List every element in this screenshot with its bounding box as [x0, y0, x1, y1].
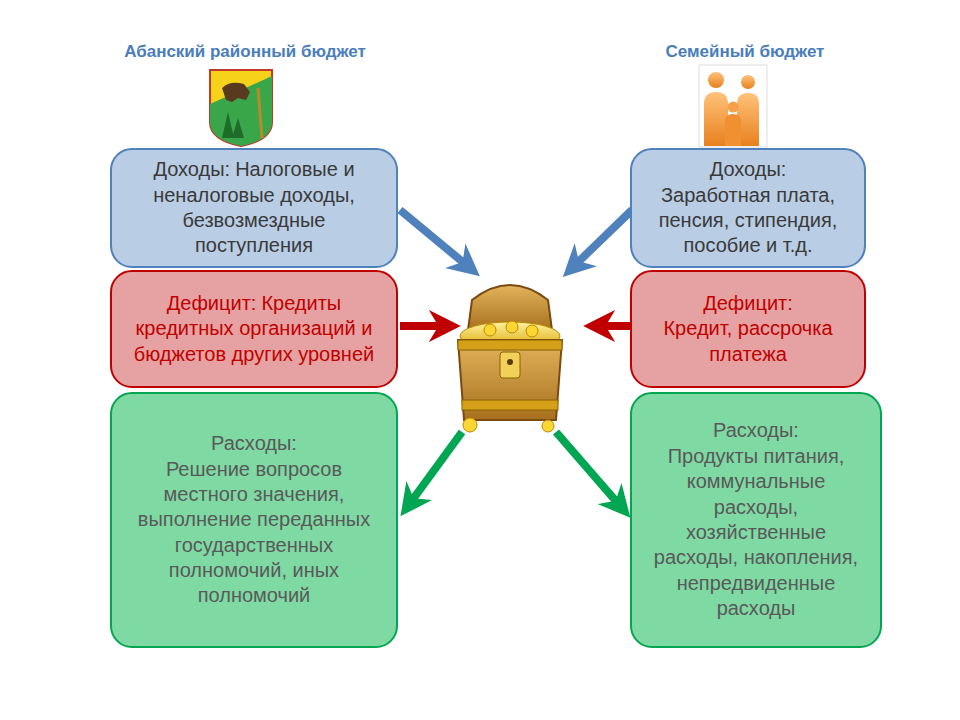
family-icon — [699, 65, 767, 147]
income-box: Доходы:Налоговые и неналоговые доходы, б… — [110, 148, 398, 268]
expense-box: Расходы:Продукты питания, коммунальные р… — [630, 392, 882, 648]
box-heading: Расходы: — [713, 418, 799, 443]
text-wrap: Дефицит:Кредиты кредитных организаций и … — [124, 291, 384, 367]
flow-arrows — [400, 210, 632, 508]
budget-heading: Семейный бюджет — [666, 42, 825, 62]
box-heading: Доходы: — [153, 158, 230, 180]
box-text: Решение вопросов местного значения, выпо… — [124, 457, 384, 609]
deficit-arrow — [596, 322, 632, 330]
box-heading: Дефицит: — [167, 292, 257, 314]
deficit-box: Дефицит:Кредиты кредитных организаций и … — [110, 270, 398, 388]
deficit-arrow — [400, 322, 448, 330]
income-arrow — [400, 210, 470, 268]
expense-arrow — [408, 432, 462, 506]
box-text: Продукты питания, коммунальные расходы, … — [644, 444, 868, 622]
box-heading: Расходы: — [211, 431, 297, 456]
budget-heading: Абанский районный бюджет — [124, 42, 366, 62]
box-heading: Дефицит: — [703, 291, 793, 316]
treasure-chest — [458, 285, 562, 432]
income-arrow — [572, 210, 632, 268]
box-heading: Доходы: — [710, 157, 787, 182]
box-text: Кредит, рассрочка платежа — [644, 316, 852, 367]
expense-box: Расходы:Решение вопросов местного значен… — [110, 392, 398, 648]
income-box: Доходы:Заработная плата, пенсия, стипенд… — [630, 148, 866, 268]
text-wrap: Доходы:Налоговые и неналоговые доходы, б… — [124, 157, 384, 259]
district-emblem — [210, 70, 272, 146]
expense-arrow — [556, 432, 622, 508]
deficit-box: Дефицит:Кредит, рассрочка платежа — [630, 270, 866, 388]
box-text: Заработная плата, пенсия, стипендия, пос… — [644, 183, 852, 259]
